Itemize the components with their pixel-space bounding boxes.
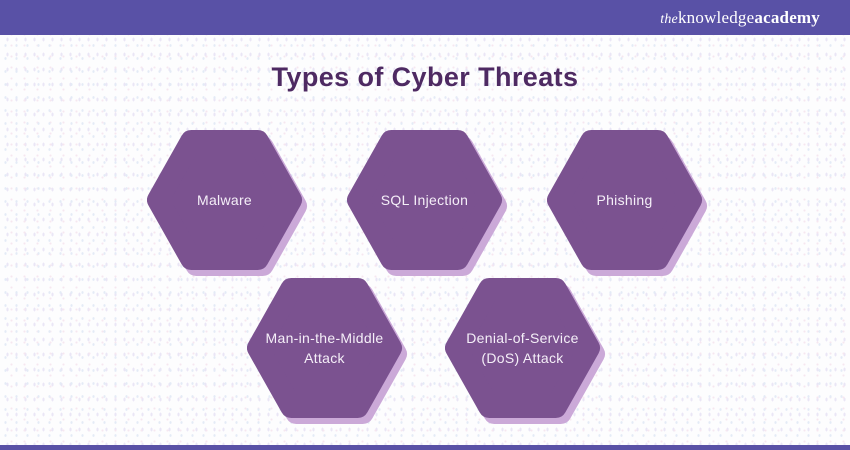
hexagon-denial-of-service: Denial-of-Service (DoS) Attack [445,278,607,428]
page-title: Types of Cyber Threats [271,62,579,92]
hexagon-sql-injection: SQL Injection [347,130,509,280]
hexagon-label: Denial-of-Service (DoS) Attack [466,329,579,366]
hexagon-label: Malware [196,191,252,208]
logo-prefix: the [660,12,678,27]
logo-suffix: academy [754,8,820,27]
hexagon-shape [247,278,407,424]
hexagon-phishing: Phishing [547,130,709,280]
hexagon-shape [347,130,507,276]
hexagon-shape [547,130,707,276]
hexagon-body [147,130,302,270]
logo-middle: knowledge [677,8,755,27]
hexagon-man-in-the-middle: Man-in-the-Middle Attack [247,278,409,428]
hexagon-shape [147,130,307,276]
header-bar [0,0,850,35]
hexagon-label: Man-in-the-Middle Attack [265,329,384,366]
brand-logo: theknowledgeacademy [660,0,820,35]
hexagon-shape [445,278,605,424]
hexagon-body [247,278,402,418]
hexagon-body [445,278,600,418]
hexagon-body [547,130,702,270]
footer-bar [0,445,850,450]
hexagon-label: SQL Injection [380,191,469,208]
hexagon-label: Phishing [596,191,653,208]
hexagon-malware: Malware [147,130,309,280]
hexagon-body [347,130,502,270]
